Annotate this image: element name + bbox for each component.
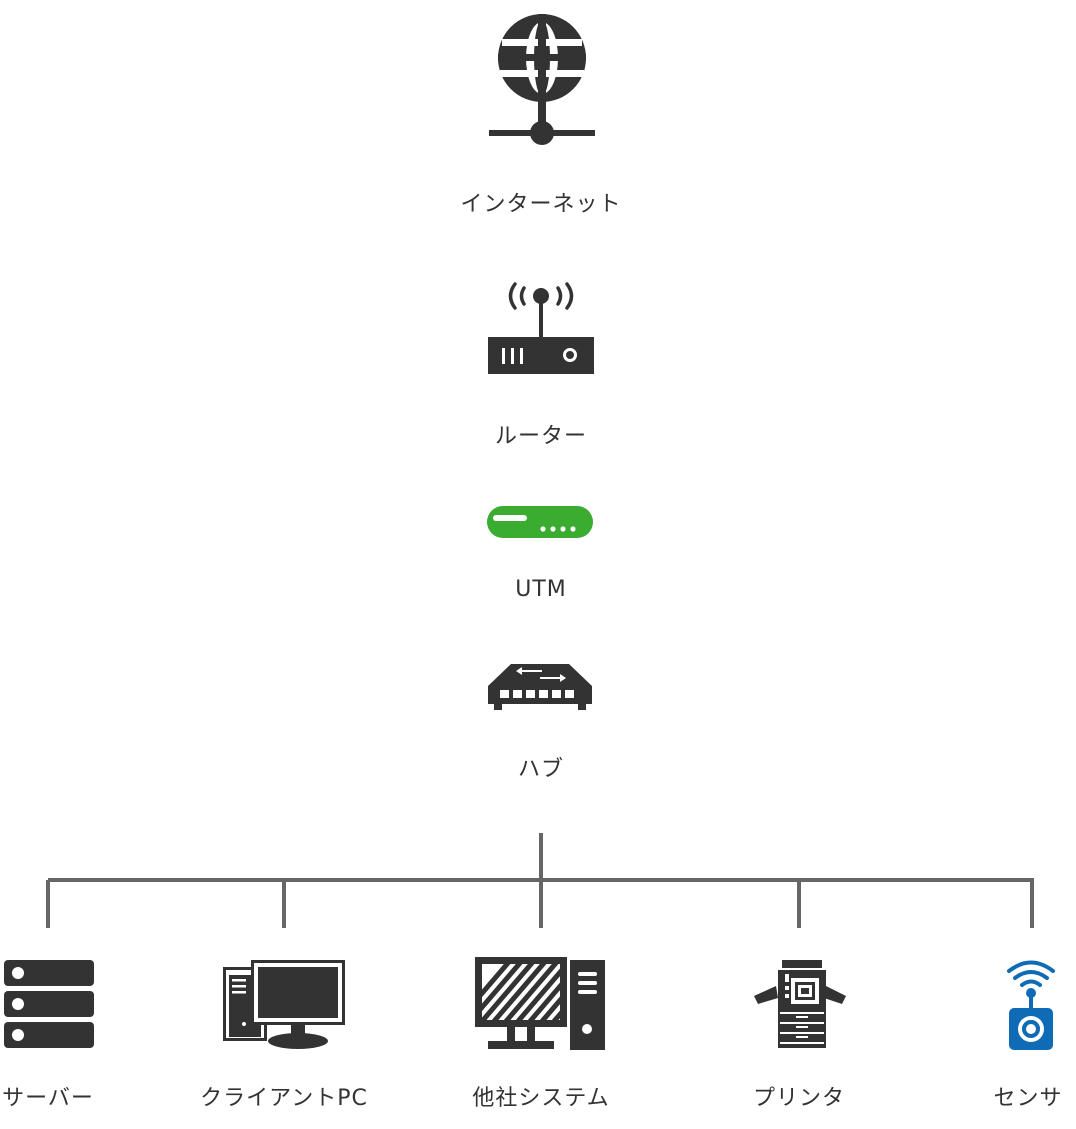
globe-network-icon [489,14,595,145]
endpoint-label-othersystem: 他社システム [472,1086,610,1111]
utm-label: UTM [515,577,567,602]
utm-appliance-icon [487,506,593,538]
printer-icon [754,960,846,1048]
endpoint-label-sensor: センサ [993,1086,1063,1111]
endpoint-label-printer: プリンタ [752,1086,846,1111]
endpoint-label-server: サーバー [2,1086,94,1111]
wireless-sensor-icon [1007,960,1055,1050]
endpoint-label-client: クライアントPC [200,1086,368,1111]
router-label: ルーター [494,424,588,449]
desktop-computer-icon [223,960,345,1049]
internet-label: インターネット [460,192,622,217]
wifi-router-icon [488,282,594,374]
server-rack-icon [4,960,94,1048]
hub-label: ハブ [517,757,565,782]
workstation-icon [475,957,605,1050]
network-hub-icon [488,664,592,710]
